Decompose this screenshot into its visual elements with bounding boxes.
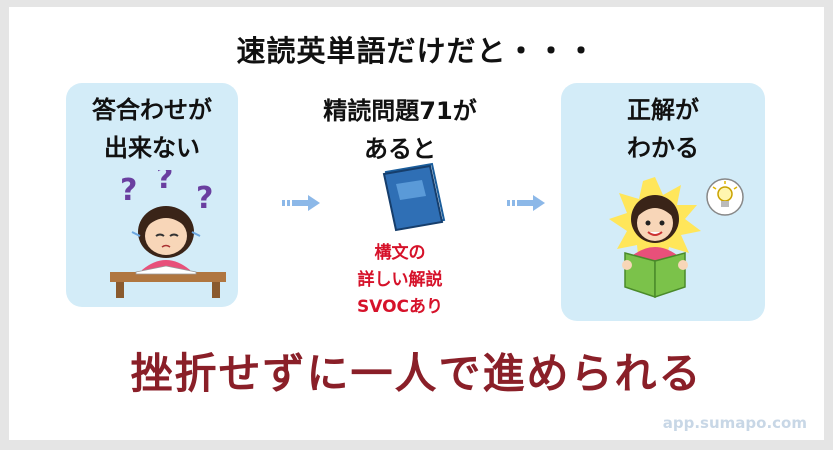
svg-text:?: ? (156, 170, 173, 196)
arrow-right-icon (282, 195, 320, 211)
right-panel-label: 正解が わかる (561, 91, 765, 167)
confused-student-icon: ? ? ? (110, 170, 226, 298)
note-line3: SVOCあり (356, 297, 444, 317)
middle-label: 精読問題71が あると (290, 92, 510, 168)
right-panel-line1: 正解が (627, 96, 699, 124)
happy-student-icon (609, 177, 744, 299)
conclusion-text: 挫折せずに一人で進められる (130, 349, 703, 398)
left-panel-line1: 答合わせが (92, 96, 212, 124)
svg-text:?: ? (120, 173, 137, 208)
watermark: app.sumapo.com (662, 414, 807, 432)
right-panel-line2: わかる (627, 134, 699, 162)
syntax-note: 構文の 詳しい解説 SVOCあり (300, 240, 500, 321)
page-title: 速読英単語だけだと・・・ (236, 34, 597, 68)
book-icon (382, 162, 446, 232)
note-line2: 詳しい解説 (357, 270, 443, 290)
note-line1: 構文の (374, 243, 426, 263)
left-panel-line2: 出来ない (104, 134, 200, 162)
arrow-right-icon (507, 195, 545, 211)
middle-line2: あると (364, 135, 436, 163)
left-panel-label: 答合わせが 出来ない (66, 91, 238, 167)
middle-line1: 精読問題71が (323, 97, 477, 125)
left-panel: 答合わせが 出来ない (66, 83, 238, 307)
svg-text:?: ? (196, 181, 213, 216)
